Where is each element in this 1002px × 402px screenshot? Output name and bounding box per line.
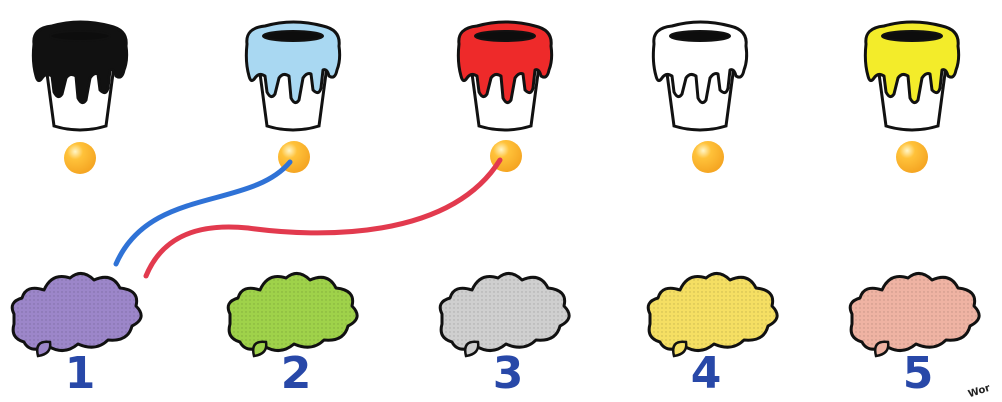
- match-line-1: [116, 162, 290, 264]
- paint-puddle-5: [850, 273, 979, 356]
- paint-puddle-1: [12, 273, 141, 356]
- paint-bucket-3: [458, 22, 551, 130]
- puddle-number-5: 5: [888, 352, 948, 396]
- paint-bucket-5: [865, 22, 958, 130]
- paint-puddle-4: [648, 273, 777, 356]
- paint-bucket-2: [246, 22, 339, 130]
- paint-puddle-3: [440, 273, 569, 356]
- paint-bucket-1: [33, 22, 126, 130]
- puddle-number-4: 4: [676, 352, 736, 396]
- puddle-number-3: 3: [478, 352, 538, 396]
- paint-bucket-4: [653, 22, 746, 130]
- paint-puddle-2: [228, 273, 357, 356]
- puddle-number-2: 2: [266, 352, 326, 396]
- puddle-number-1: 1: [50, 352, 110, 396]
- match-line-2: [146, 160, 500, 276]
- connector-dot-4[interactable]: [692, 141, 724, 173]
- connector-dot-1[interactable]: [64, 142, 96, 174]
- connector-dot-5[interactable]: [896, 141, 928, 173]
